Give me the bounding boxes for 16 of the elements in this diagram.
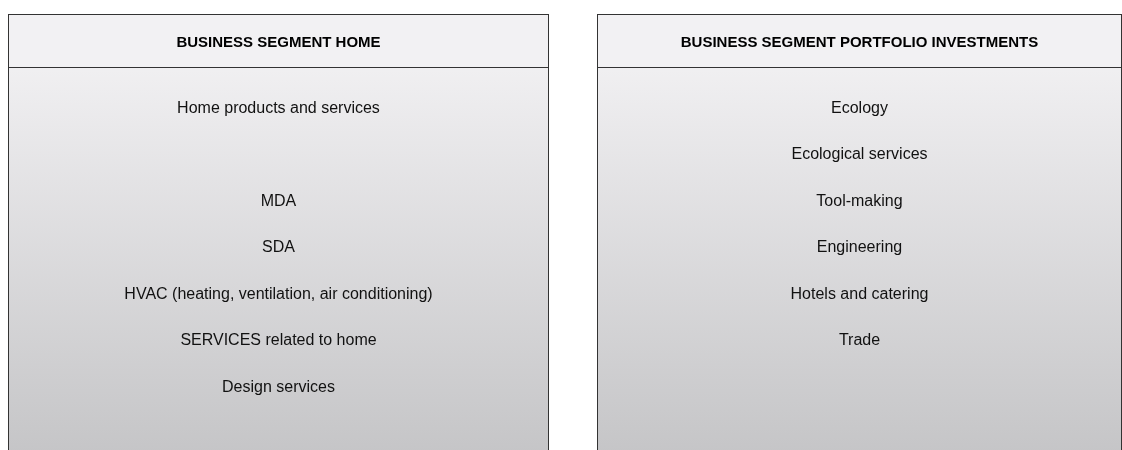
segment-item: Home products and services bbox=[176, 99, 381, 117]
segment-item: SDA bbox=[261, 238, 296, 256]
segment-item: Design services bbox=[221, 378, 336, 396]
segment-item: Ecological services bbox=[790, 145, 929, 163]
segment-item: HVAC (heating, ventilation, air conditioning) bbox=[123, 285, 434, 303]
segment-item: MDA bbox=[259, 192, 298, 210]
segment-panel bbox=[597, 14, 1122, 450]
panel-heading: BUSINESS SEGMENT PORTFOLIO INVESTMENTS bbox=[680, 32, 1039, 50]
segment-item: Hotels and catering bbox=[789, 285, 930, 303]
segment-item: Trade bbox=[837, 331, 882, 349]
panel-heading: BUSINESS SEGMENT HOME bbox=[176, 32, 381, 50]
segment-item: Tool-making bbox=[815, 192, 904, 210]
segment-panel bbox=[8, 14, 549, 450]
segment-item: SERVICES related to home bbox=[179, 331, 378, 349]
segment-item: Engineering bbox=[815, 238, 904, 256]
segment-item: Ecology bbox=[830, 99, 889, 117]
